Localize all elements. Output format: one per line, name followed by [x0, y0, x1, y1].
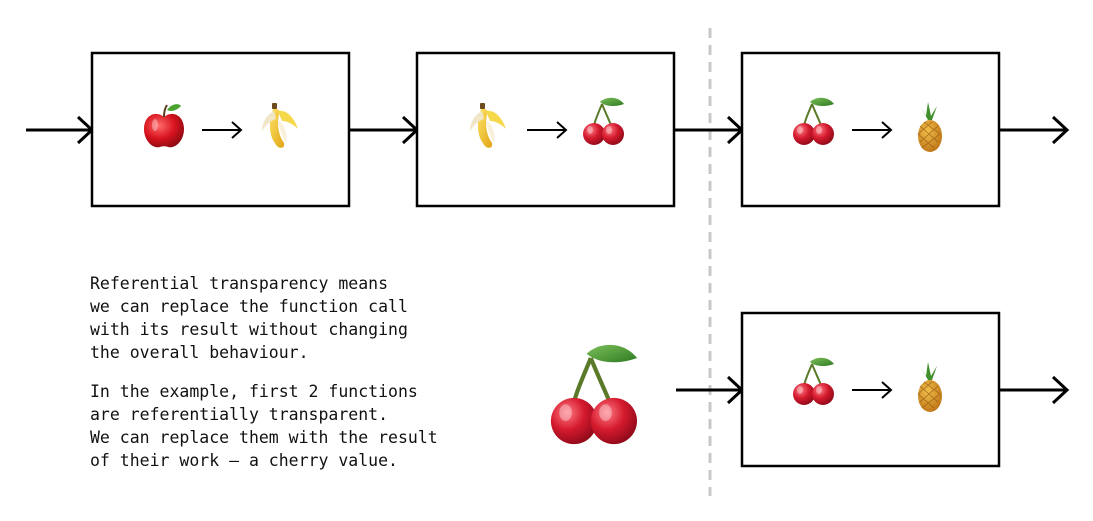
- explanation-text: Referential transparency means we can re…: [90, 272, 530, 488]
- caption-paragraph-2: In the example, first 2 functions are re…: [90, 382, 438, 470]
- function-box-3-repeat: [740, 311, 1001, 468]
- cherry-value-icon: [551, 345, 637, 444]
- pipeline-bottom: [551, 311, 1070, 468]
- pipeline-top: [26, 51, 1070, 208]
- flow-arrow-out: [1000, 115, 1070, 145]
- flow-arrow-in: [26, 115, 95, 145]
- function-box-3: [740, 51, 1001, 208]
- flow-arrow-in: [676, 375, 745, 405]
- function-box-2: [415, 51, 676, 208]
- flow-arrow-1-2: [350, 115, 420, 145]
- caption-paragraph-1: Referential transparency means we can re…: [90, 274, 408, 362]
- flow-arrow-out: [1000, 375, 1070, 405]
- function-box-1: [90, 51, 351, 208]
